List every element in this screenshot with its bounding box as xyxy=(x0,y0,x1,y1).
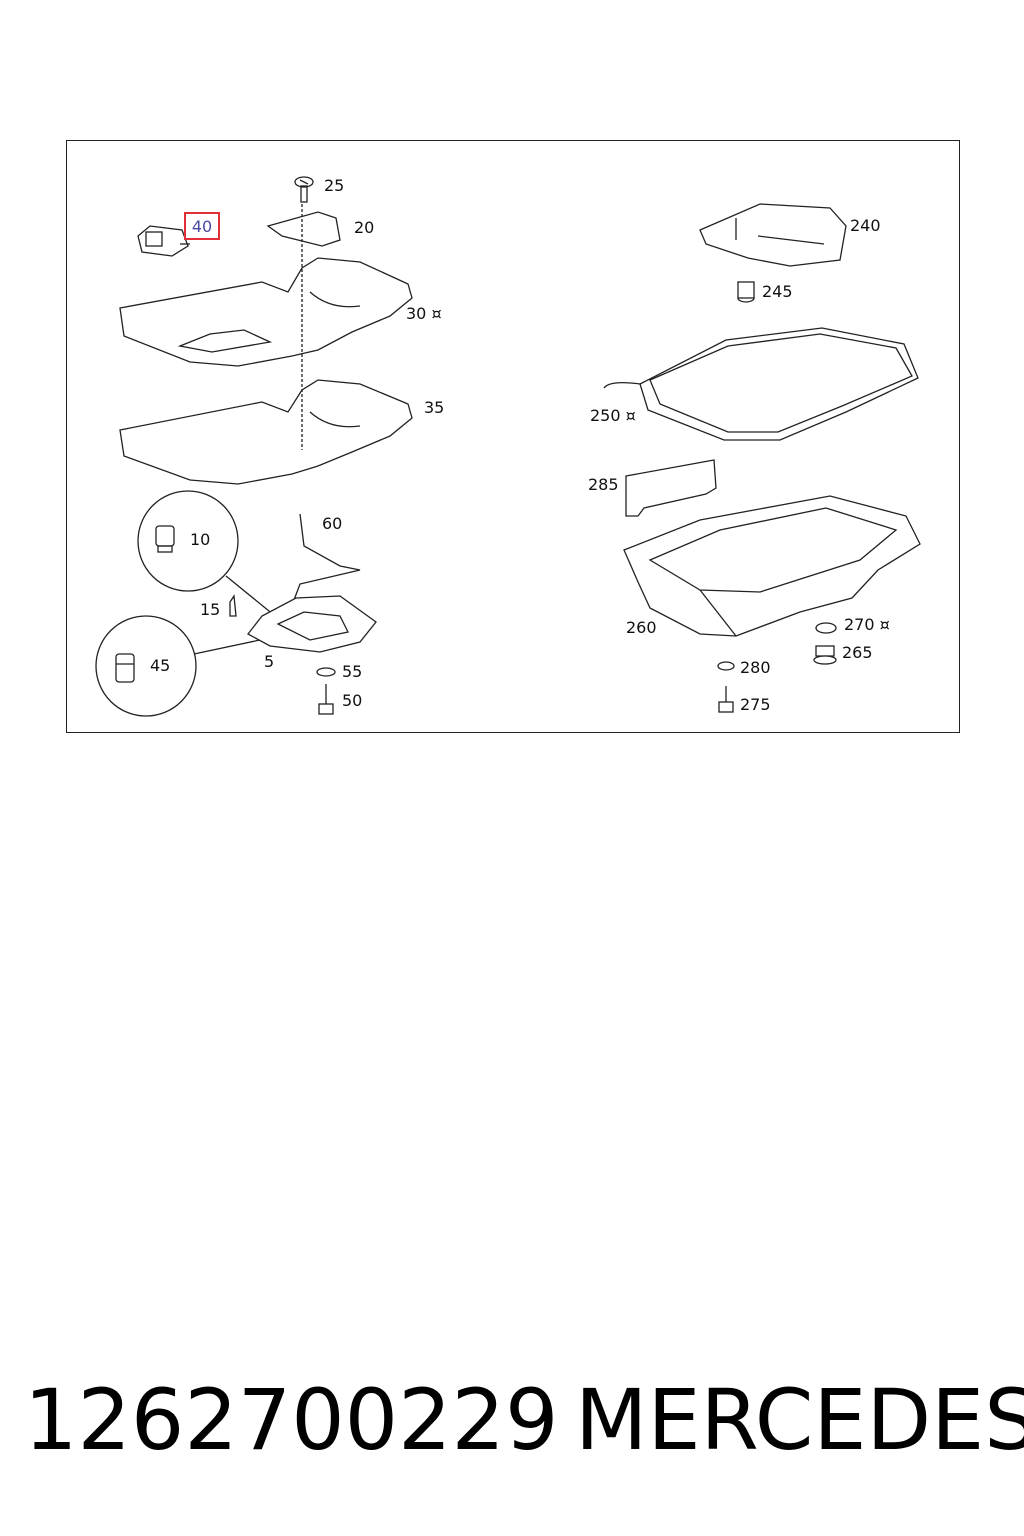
drain-plug-265-icon xyxy=(813,645,837,665)
callout-285: 285 xyxy=(588,475,619,494)
screw-50-icon xyxy=(318,684,334,715)
washer-55-icon xyxy=(316,667,336,677)
callout-265: 265 xyxy=(842,643,873,662)
brand-name: MERCEDES xyxy=(575,1371,1024,1469)
connector-40-icon xyxy=(137,225,190,257)
separator-plate-35 xyxy=(119,379,413,485)
callout-20: 20 xyxy=(354,218,375,237)
callout-250: 250 ¤ xyxy=(590,406,636,425)
callout-40-highlight[interactable]: 40 xyxy=(184,212,220,240)
callout-280: 280 xyxy=(740,658,771,677)
separator-plate-30 xyxy=(119,257,413,367)
callout-10: 10 xyxy=(190,530,211,549)
oil-filter-240 xyxy=(699,203,847,267)
callout-45: 45 xyxy=(150,656,171,675)
diagram-frame xyxy=(66,140,960,733)
plug-10-icon xyxy=(155,525,175,553)
screw-25-icon xyxy=(294,176,314,203)
bracket-20-icon xyxy=(266,211,341,247)
callout-30: 30 ¤ xyxy=(406,304,442,323)
oil-pan-260 xyxy=(623,495,921,637)
filter-45-icon xyxy=(115,653,135,683)
valve-body-5 xyxy=(247,595,377,653)
seal-245-icon xyxy=(737,281,755,303)
callout-275: 275 xyxy=(740,695,771,714)
callout-60: 60 xyxy=(322,514,343,533)
callout-270: 270 ¤ xyxy=(844,615,890,634)
seal-ring-270-icon xyxy=(815,622,837,634)
callout-15: 15 xyxy=(200,600,221,619)
detail-circle-10 xyxy=(137,490,239,592)
callout-35: 35 xyxy=(424,398,445,417)
callout-5: 5 xyxy=(264,652,275,671)
washer-280-icon xyxy=(717,661,735,671)
callout-25: 25 xyxy=(324,176,345,195)
tube-60-icon xyxy=(293,513,361,601)
part-number: 1262700229 xyxy=(24,1371,559,1469)
parts-diagram xyxy=(95,176,921,717)
callout-260: 260 xyxy=(626,618,657,637)
gasket-250 xyxy=(649,333,913,433)
callout-50: 50 xyxy=(342,691,363,710)
pin-15-icon xyxy=(229,594,237,617)
detail-circle-45 xyxy=(95,615,197,717)
callout-245: 245 xyxy=(762,282,793,301)
screw-275-icon xyxy=(718,686,734,713)
callout-55: 55 xyxy=(342,662,363,681)
bracket-285 xyxy=(625,459,717,517)
callout-240: 240 xyxy=(850,216,881,235)
